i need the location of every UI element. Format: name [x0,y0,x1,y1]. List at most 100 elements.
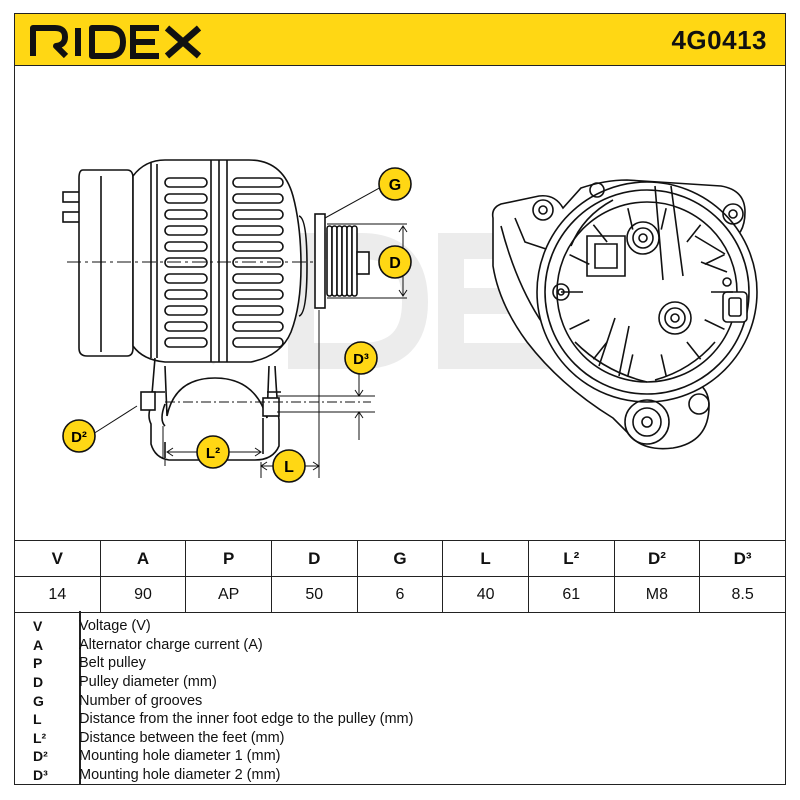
spec-header-cell: L [442,540,529,577]
vent-slot [660,354,667,377]
spec-header-cell: V [14,540,101,577]
legend-desc: Voltage (V) [79,618,151,635]
fin [164,225,208,236]
callout-d2: D² [62,419,96,453]
cooling-fins-rear [164,177,208,348]
legend-item: D² Mounting hole diameter 1 (mm) [15,747,785,766]
spec-value-cell: AP [185,576,272,613]
spec-header-cell: D [270,540,358,577]
fin [164,193,208,204]
fin [164,321,208,332]
header-bar: 4G0413 [14,13,786,66]
alternator-side-view [62,159,371,461]
spec-value-cell: 6 [356,576,444,613]
drawing-canvas: G D D³ D² L² L [62,159,758,483]
spec-header-cell: L² [527,540,615,577]
spec-table: V A P D G L L² D² D³ 14 90 AP 50 6 40 61… [14,540,786,613]
fin [232,193,284,204]
spec-value-cell: 90 [99,576,187,613]
part-number: 4G0413 [671,25,767,55]
vent-slot [660,207,667,230]
svg-text:L: L [284,459,294,476]
fin [232,321,284,332]
fin [164,305,208,316]
legend-item: V Voltage (V) [15,617,785,636]
legend-key: D [33,674,44,691]
legend-desc: Number of grooves [79,692,203,709]
callout-l2: L² [196,435,230,469]
vent-slot [627,207,634,230]
spec-header-cell: G [356,540,444,577]
legend-key: L² [33,729,47,746]
fin [164,257,208,268]
legend-key: A [33,636,44,653]
fin [164,241,208,252]
spec-header-cell: D³ [699,540,786,577]
spec-value-cell: 40 [442,576,529,613]
belt-pulley [326,225,358,297]
spec-value-cell: M8 [613,576,701,613]
callout-d: D [378,245,412,279]
legend-key: L [33,711,42,728]
svg-text:D³: D³ [353,351,369,368]
legend-key: D³ [33,767,48,784]
spec-header-cell: D² [613,540,701,577]
spec-value-cell: 61 [527,576,615,613]
svg-text:L²: L² [206,445,220,462]
rear-vents [561,207,733,377]
fin [232,289,284,300]
legend-divider [79,611,81,784]
vent-slot [704,253,725,265]
fin [164,209,208,220]
legend-item: D Pulley diameter (mm) [15,673,785,692]
legend-item: L² Distance between the feet (mm) [15,729,785,748]
callout-d3: D³ [344,341,378,375]
technical-drawing: G D D³ D² L² L [14,66,786,540]
vent-slot [569,319,590,331]
fin [164,289,208,300]
svg-text:G: G [389,177,401,194]
vent-slot [686,341,702,360]
spec-header-row: V A P D G L L² D² D³ [14,540,786,577]
fin [164,273,208,284]
ridex-logo [30,25,202,59]
legend-desc: Distance between the feet (mm) [79,729,285,746]
legend-item: L Distance from the inner foot edge to t… [15,710,785,729]
fin [232,257,284,268]
legend-key: D² [33,748,48,765]
spec-header-cell: P [185,540,272,577]
fin [232,305,284,316]
legend-desc: Distance from the inner foot edge to the… [79,711,414,728]
legend-key: P [33,655,43,672]
fin [232,177,284,188]
vent-slot [592,341,608,360]
spec-value-cell: 50 [270,576,358,613]
spec-value-cell: 8.5 [699,576,786,613]
callout-l: L [272,449,306,483]
spec-header-cell: A [99,540,187,577]
vent-slot [569,253,590,265]
callout-g: G [378,167,412,201]
vent-slot [704,319,725,331]
vent-slot [686,224,702,243]
fin [232,241,284,252]
vent-slot [592,224,608,243]
legend-key: V [33,618,43,635]
legend-item: G Number of grooves [15,691,785,710]
fin [164,177,208,188]
fin [232,273,284,284]
legend-item: D³ Mounting hole diameter 2 (mm) [15,766,785,785]
cooling-fins-front [232,177,284,348]
legend: V Voltage (V) A Alternator charge curren… [14,611,786,785]
legend-item: A Alternator charge current (A) [15,636,785,655]
legend-key: G [33,692,44,709]
legend-desc: Alternator charge current (A) [79,636,263,653]
legend-desc: Mounting hole diameter 1 (mm) [79,748,281,765]
legend-desc: Pulley diameter (mm) [79,674,217,691]
fin [164,337,208,348]
spec-value-cell: 14 [14,576,101,613]
alternator-rear-view [491,179,758,450]
vent-slot [627,354,634,377]
fin [232,209,284,220]
svg-text:D²: D² [71,429,87,446]
